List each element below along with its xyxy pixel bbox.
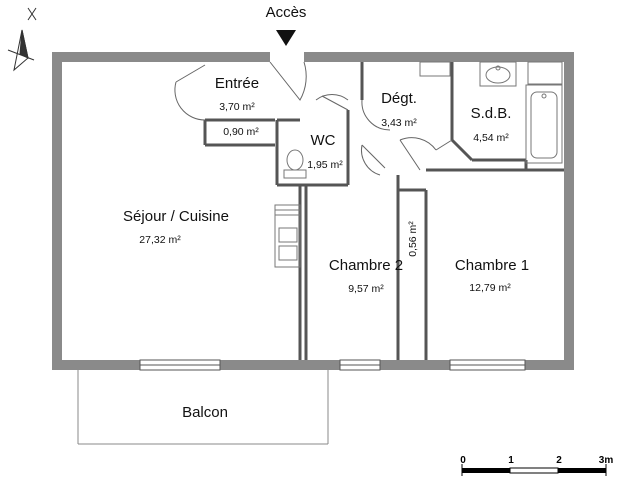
chambre2-area: 9,57 m² bbox=[348, 283, 384, 295]
scale-tick-0: 0 bbox=[460, 455, 466, 466]
placard2-area: 0,56 m² bbox=[407, 221, 419, 257]
sejour-area: 27,32 m² bbox=[139, 234, 181, 246]
chambre2-label: Chambre 2 bbox=[328, 257, 404, 274]
exterior-walls bbox=[52, 52, 574, 370]
degt-label: Dégt. bbox=[381, 90, 417, 107]
scale-bar bbox=[461, 464, 607, 476]
windows bbox=[139, 359, 526, 371]
north-arrow-icon bbox=[7, 7, 37, 72]
scale-tick-1: 1 bbox=[508, 455, 514, 466]
balcon-label: Balcon bbox=[182, 404, 228, 421]
wc-area: 1,95 m² bbox=[307, 159, 343, 171]
bathtub-icon bbox=[525, 84, 563, 164]
chambre1-area: 12,79 m² bbox=[469, 282, 511, 294]
chambre1-label: Chambre 1 bbox=[454, 257, 530, 274]
degt-area: 3,43 m² bbox=[381, 117, 417, 129]
wc-label: WC bbox=[310, 132, 336, 149]
kitchen-fixtures bbox=[274, 204, 301, 268]
sdb-label: S.d.B. bbox=[470, 105, 512, 122]
entree-area: 3,70 m² bbox=[219, 101, 255, 113]
balcony-outline bbox=[77, 370, 329, 445]
access-arrow-icon bbox=[276, 30, 296, 46]
placard-area: 0,90 m² bbox=[223, 126, 259, 138]
sdb-area: 4,54 m² bbox=[473, 132, 509, 144]
access-label: Accès bbox=[265, 4, 307, 21]
scale-tick-3: 3m bbox=[598, 455, 614, 466]
scale-tick-2: 2 bbox=[556, 455, 562, 466]
entree-label: Entrée bbox=[214, 75, 260, 92]
sejour-label: Séjour / Cuisine bbox=[123, 208, 229, 225]
sink-icon bbox=[479, 61, 517, 87]
door-swings bbox=[174, 61, 453, 176]
storage-fixtures bbox=[419, 61, 563, 85]
toilet-icon bbox=[283, 149, 307, 179]
